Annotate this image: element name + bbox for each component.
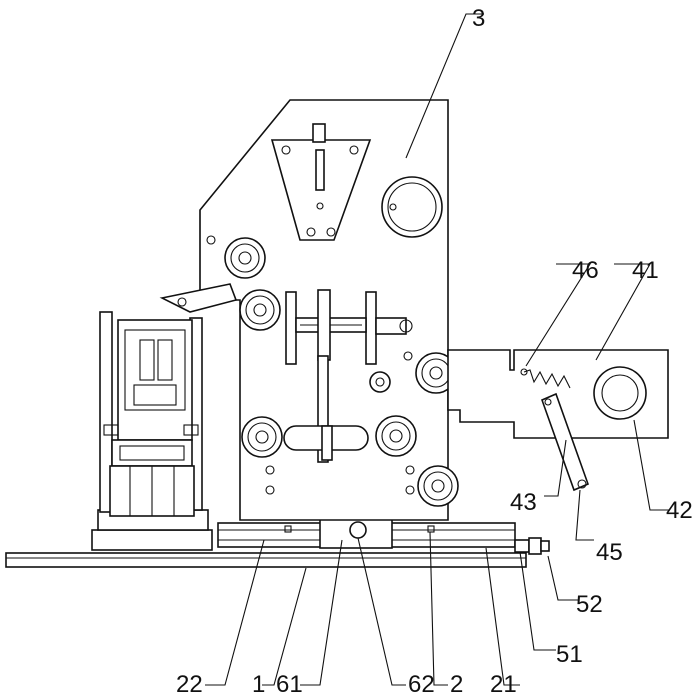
frame-holes (206, 235, 415, 495)
label-62: 62 (408, 671, 435, 698)
label-41: 41 (632, 257, 659, 284)
guide-rollers (224, 237, 459, 507)
cutter-lever (159, 283, 238, 313)
label-45: 45 (596, 539, 623, 566)
label-51: 51 (556, 641, 583, 668)
triangle-bracket (270, 123, 372, 241)
slider-block (319, 517, 393, 549)
label-42: 42 (666, 497, 693, 524)
label-3: 3 (472, 5, 485, 32)
label-46: 46 (572, 257, 599, 284)
base-plate (5, 552, 527, 568)
left-assembly (91, 311, 213, 551)
part-labels: 3 46 41 43 42 45 52 51 22 1 61 62 2 21 (176, 5, 693, 698)
label-2: 2 (450, 671, 463, 698)
adjuster-screw (514, 537, 550, 555)
leader-lines (205, 13, 670, 686)
spring (520, 368, 571, 389)
upper-wheel (381, 176, 443, 238)
label-43: 43 (510, 489, 537, 516)
label-61: 61 (276, 671, 303, 698)
center-mechanism (283, 289, 413, 463)
label-22: 22 (176, 671, 203, 698)
label-52: 52 (576, 591, 603, 618)
label-21: 21 (490, 671, 517, 698)
label-1: 1 (252, 671, 265, 698)
right-arm (447, 349, 669, 439)
